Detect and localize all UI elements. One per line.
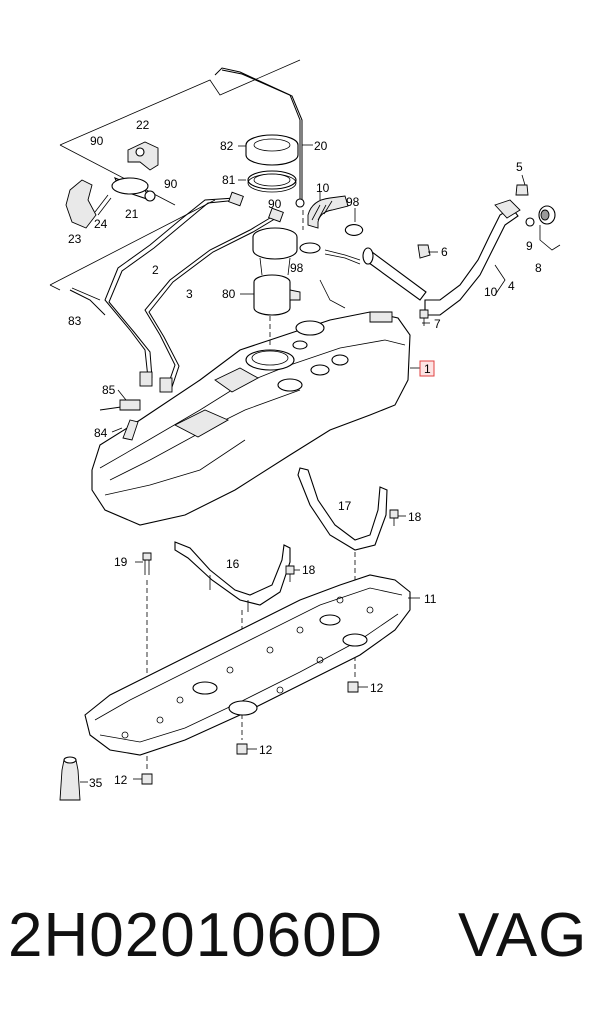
exploded-parts-diagram: 90 22 82 20 81 90 90 10 98 5 23 24 21 2 … [49, 59, 561, 801]
callout-6: 6 [441, 245, 448, 259]
callout-10: 10 [316, 181, 330, 195]
fuel-tank-1 [91, 311, 411, 526]
callout-90: 90 [90, 134, 104, 148]
callout-2: 2 [152, 263, 159, 277]
callout-1-highlight [419, 360, 435, 377]
brand-label: VAG [458, 901, 588, 970]
callout-82: 82 [220, 139, 234, 153]
cable-84-85 [99, 399, 141, 441]
callout-19: 19 [114, 555, 128, 569]
cap-5 [515, 184, 529, 196]
nut-12b [236, 743, 248, 755]
bolt-7 [419, 309, 429, 326]
callout-12: 12 [259, 743, 273, 757]
part-number: 2H0201060D [8, 901, 384, 970]
strap-16 [174, 541, 291, 612]
callout-5: 5 [516, 160, 523, 174]
callout-11: 11 [424, 592, 437, 606]
callout-22: 22 [136, 118, 150, 132]
callout-labels: 90 22 82 20 81 90 90 10 98 5 23 24 21 2 … [68, 118, 542, 790]
callout-18: 18 [302, 563, 316, 577]
filler-cap-8 [525, 205, 556, 227]
callout-17: 17 [338, 499, 352, 513]
callout-35: 35 [89, 776, 103, 790]
nut-12c [141, 773, 153, 785]
seal-98 [344, 224, 364, 236]
callout-12: 12 [114, 773, 128, 787]
callout-16: 16 [226, 557, 240, 571]
bolt-18a [389, 509, 399, 526]
seal-81 [247, 170, 297, 193]
callout-83: 83 [68, 314, 82, 328]
callout-84: 84 [94, 426, 108, 440]
item-35 [59, 756, 81, 801]
hose-10 [299, 195, 349, 254]
callout-7: 7 [434, 317, 441, 331]
callout-23: 23 [68, 232, 82, 246]
nut-12a [347, 681, 359, 693]
callout-3: 3 [186, 287, 193, 301]
leader-lines [80, 144, 561, 783]
bolt-6 [417, 244, 431, 259]
fuel-pump-80 [252, 227, 301, 316]
underbody-guard-11 [84, 574, 411, 756]
callout-90: 90 [164, 177, 178, 191]
callout-20: 20 [314, 139, 328, 153]
fuel-lines-2-3 [104, 191, 284, 393]
callout-8: 8 [535, 261, 542, 275]
callout-24: 24 [94, 217, 108, 231]
bolt-18b [285, 565, 295, 582]
callout-90: 90 [268, 197, 282, 211]
strap-17 [297, 467, 388, 551]
callout-21: 21 [125, 207, 139, 221]
bracket-23 [65, 179, 112, 229]
callout-80: 80 [222, 287, 236, 301]
callout-18: 18 [408, 510, 422, 524]
fuel-filter-21 [111, 177, 156, 202]
vent-line-20 [214, 67, 305, 208]
filler-neck-4 [319, 199, 521, 316]
callout-98: 98 [346, 195, 360, 209]
callout-85: 85 [102, 383, 116, 397]
callout-4: 4 [508, 279, 515, 293]
callout-10: 10 [484, 285, 498, 299]
callout-98: 98 [290, 261, 304, 275]
bolt-19 [142, 552, 152, 575]
bracket-22 [127, 141, 159, 171]
callout-1: 1 [424, 362, 431, 376]
line-83 [69, 287, 106, 316]
callout-81: 81 [222, 173, 236, 187]
callout-9: 9 [526, 239, 533, 253]
callout-12: 12 [370, 681, 384, 695]
lock-ring-82 [245, 134, 299, 166]
